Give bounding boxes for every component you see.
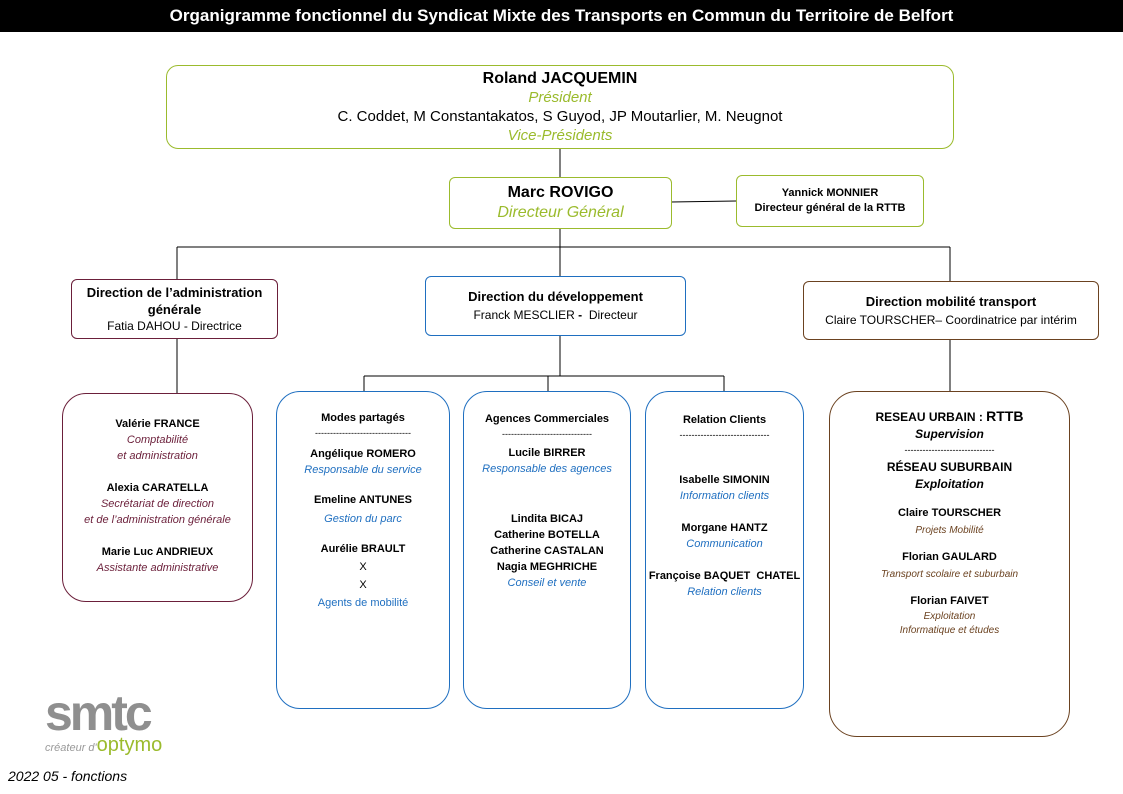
vice-presidents-role: Vice-Présidents — [507, 127, 613, 144]
president-role: Président — [528, 89, 592, 106]
agences-p1-role: Responsable des agences — [482, 463, 612, 475]
direction-admin-title-2: générale — [147, 301, 202, 317]
reseau-urbain-role: Supervision — [915, 427, 984, 441]
relation-clients-box: Relation Clients -----------------------… — [645, 391, 804, 709]
smtc-logo: smtc créateur d'optymo — [45, 685, 225, 760]
modes-divider: -------------------------------- — [315, 428, 411, 438]
logo-tagline-brand: optymo — [96, 734, 163, 756]
logo-brand: smtc — [45, 685, 153, 741]
admin-staff-2-name: Alexia CARATELLA — [106, 482, 209, 494]
reseau-p2-role: Transport scolaire et suburbain — [880, 569, 1019, 580]
admin-staff-3-role: Assistante administrative — [96, 562, 219, 574]
reseau-p1-role: Projets Mobilité — [915, 525, 984, 536]
reseau-divider: ------------------------------ — [904, 445, 995, 455]
relation-p3-name: Françoise BAQUET CHATEL — [648, 570, 801, 582]
logo-tagline: créateur d'optymo — [45, 734, 162, 757]
direction-dev-title: Direction du développement — [468, 289, 643, 304]
direction-mobility-title: Direction mobilité transport — [865, 293, 1037, 309]
logo-tagline-prefix: créateur d' — [45, 742, 97, 754]
admin-staff-box: Valérie FRANCE Comptabilité et administr… — [62, 393, 253, 602]
relation-p1-role: Information clients — [679, 490, 770, 502]
reseau-box: RESEAU URBAIN : RTTB Supervision -------… — [829, 391, 1070, 737]
direction-mobility-person: Claire TOURSCHER– Coordinatrice par inté… — [825, 312, 1077, 327]
agences-group-3: Catherine CASTALAN — [490, 545, 604, 557]
relation-title: Relation Clients — [682, 414, 767, 426]
agences-group-4: Nagia MEGHRICHE — [496, 561, 598, 573]
agences-box: Agences Commerciales -------------------… — [463, 391, 631, 709]
admin-staff-2-role-2: et de l’administration générale — [84, 514, 231, 526]
direction-admin-person: Fatia DAHOU - Directrice — [107, 318, 242, 333]
direction-dev-person: Franck MESCLIER — [473, 308, 579, 322]
modes-p1-role: Responsable du service — [304, 464, 422, 476]
agences-p1-name: Lucile BIRRER — [508, 447, 586, 459]
reseau-urbain-label: RESEAU URBAIN : — [875, 410, 987, 424]
relation-p1-name: Isabelle SIMONIN — [679, 474, 770, 486]
president-box: Roland JACQUEMIN Président C. Coddet, M … — [166, 65, 954, 149]
admin-staff-2-role-1: Secrétariat de direction — [100, 498, 215, 510]
direction-admin-box: Direction de l’administration générale F… — [71, 279, 278, 339]
director-general-name: Marc ROVIGO — [507, 184, 614, 201]
relation-divider: ------------------------------ — [679, 430, 770, 440]
reseau-p3-role-1: Exploitation — [923, 611, 976, 622]
admin-staff-1-name: Valérie FRANCE — [115, 418, 200, 430]
direction-dev-separator: - — [578, 308, 583, 322]
reseau-p2-name: Florian GAULARD — [902, 551, 997, 563]
rttb-director-name: Yannick MONNIER — [781, 187, 879, 199]
direction-dev-role: Directeur — [582, 308, 638, 322]
relation-p2-name: Morgane HANTZ — [681, 522, 768, 534]
modes-p1-name: Angélique ROMERO — [310, 448, 416, 460]
agences-group-1: Lindita BICAJ — [510, 513, 584, 525]
admin-staff-1-role-2: et administration — [117, 450, 198, 462]
direction-admin-title-1: Direction de l’administration — [86, 284, 263, 300]
admin-staff-1-role-1: Comptabilité — [126, 434, 189, 446]
president-name: Roland JACQUEMIN — [482, 70, 638, 87]
director-general-box: Marc ROVIGO Directeur Général — [449, 177, 672, 229]
footer-note: 2022 05 - fonctions — [8, 768, 128, 784]
direction-dev-person-line: Franck MESCLIER - Directeur — [473, 306, 637, 325]
admin-staff-3-name: Marie Luc ANDRIEUX — [101, 546, 214, 558]
agences-group-2: Catherine BOTELLA — [494, 529, 600, 541]
agences-divider: ------------------------------ — [502, 429, 592, 439]
vice-presidents-names: C. Coddet, M Constantakatos, S Guyod, JP… — [337, 108, 783, 125]
reseau-p1-name: Claire TOURSCHER — [897, 507, 1002, 519]
reseau-urbain-code: RTTB — [986, 408, 1024, 424]
relation-p2-role: Communication — [686, 538, 763, 550]
modes-x1: X — [359, 561, 367, 573]
modes-p3-role: Agents de mobilité — [317, 597, 409, 609]
modes-p3-name: Aurélie BRAULT — [320, 543, 406, 555]
direction-mobility-box: Direction mobilité transport Claire TOUR… — [803, 281, 1099, 340]
reseau-suburbain-label: RÉSEAU SUBURBAIN — [886, 460, 1013, 474]
page-title: Organigramme fonctionnel du Syndicat Mix… — [0, 0, 1123, 32]
relation-p3-role: Relation clients — [687, 586, 762, 598]
modes-title: Modes partagés — [321, 412, 405, 424]
reseau-p3-role-2: Informatique et études — [899, 625, 1000, 636]
modes-x2: X — [359, 579, 367, 591]
modes-p2-name: Emeline ANTUNES — [313, 494, 412, 506]
rttb-director-box: Yannick MONNIER Directeur général de la … — [736, 175, 924, 227]
modes-p2-role: Gestion du parc — [324, 513, 402, 525]
reseau-suburbain-role: Exploitation — [915, 477, 984, 491]
reseau-p3-name: Florian FAIVET — [910, 595, 989, 607]
direction-dev-box: Direction du développement Franck MESCLI… — [425, 276, 686, 336]
modes-partages-box: Modes partagés -------------------------… — [276, 391, 450, 709]
rttb-director-role: Directeur général de la RTTB — [754, 202, 906, 214]
agences-title: Agences Commerciales — [484, 413, 610, 425]
director-general-role: Directeur Général — [497, 204, 624, 221]
reseau-urbain-line: RESEAU URBAIN : RTTB — [830, 408, 1069, 426]
agences-group-role: Conseil et vente — [507, 577, 587, 589]
